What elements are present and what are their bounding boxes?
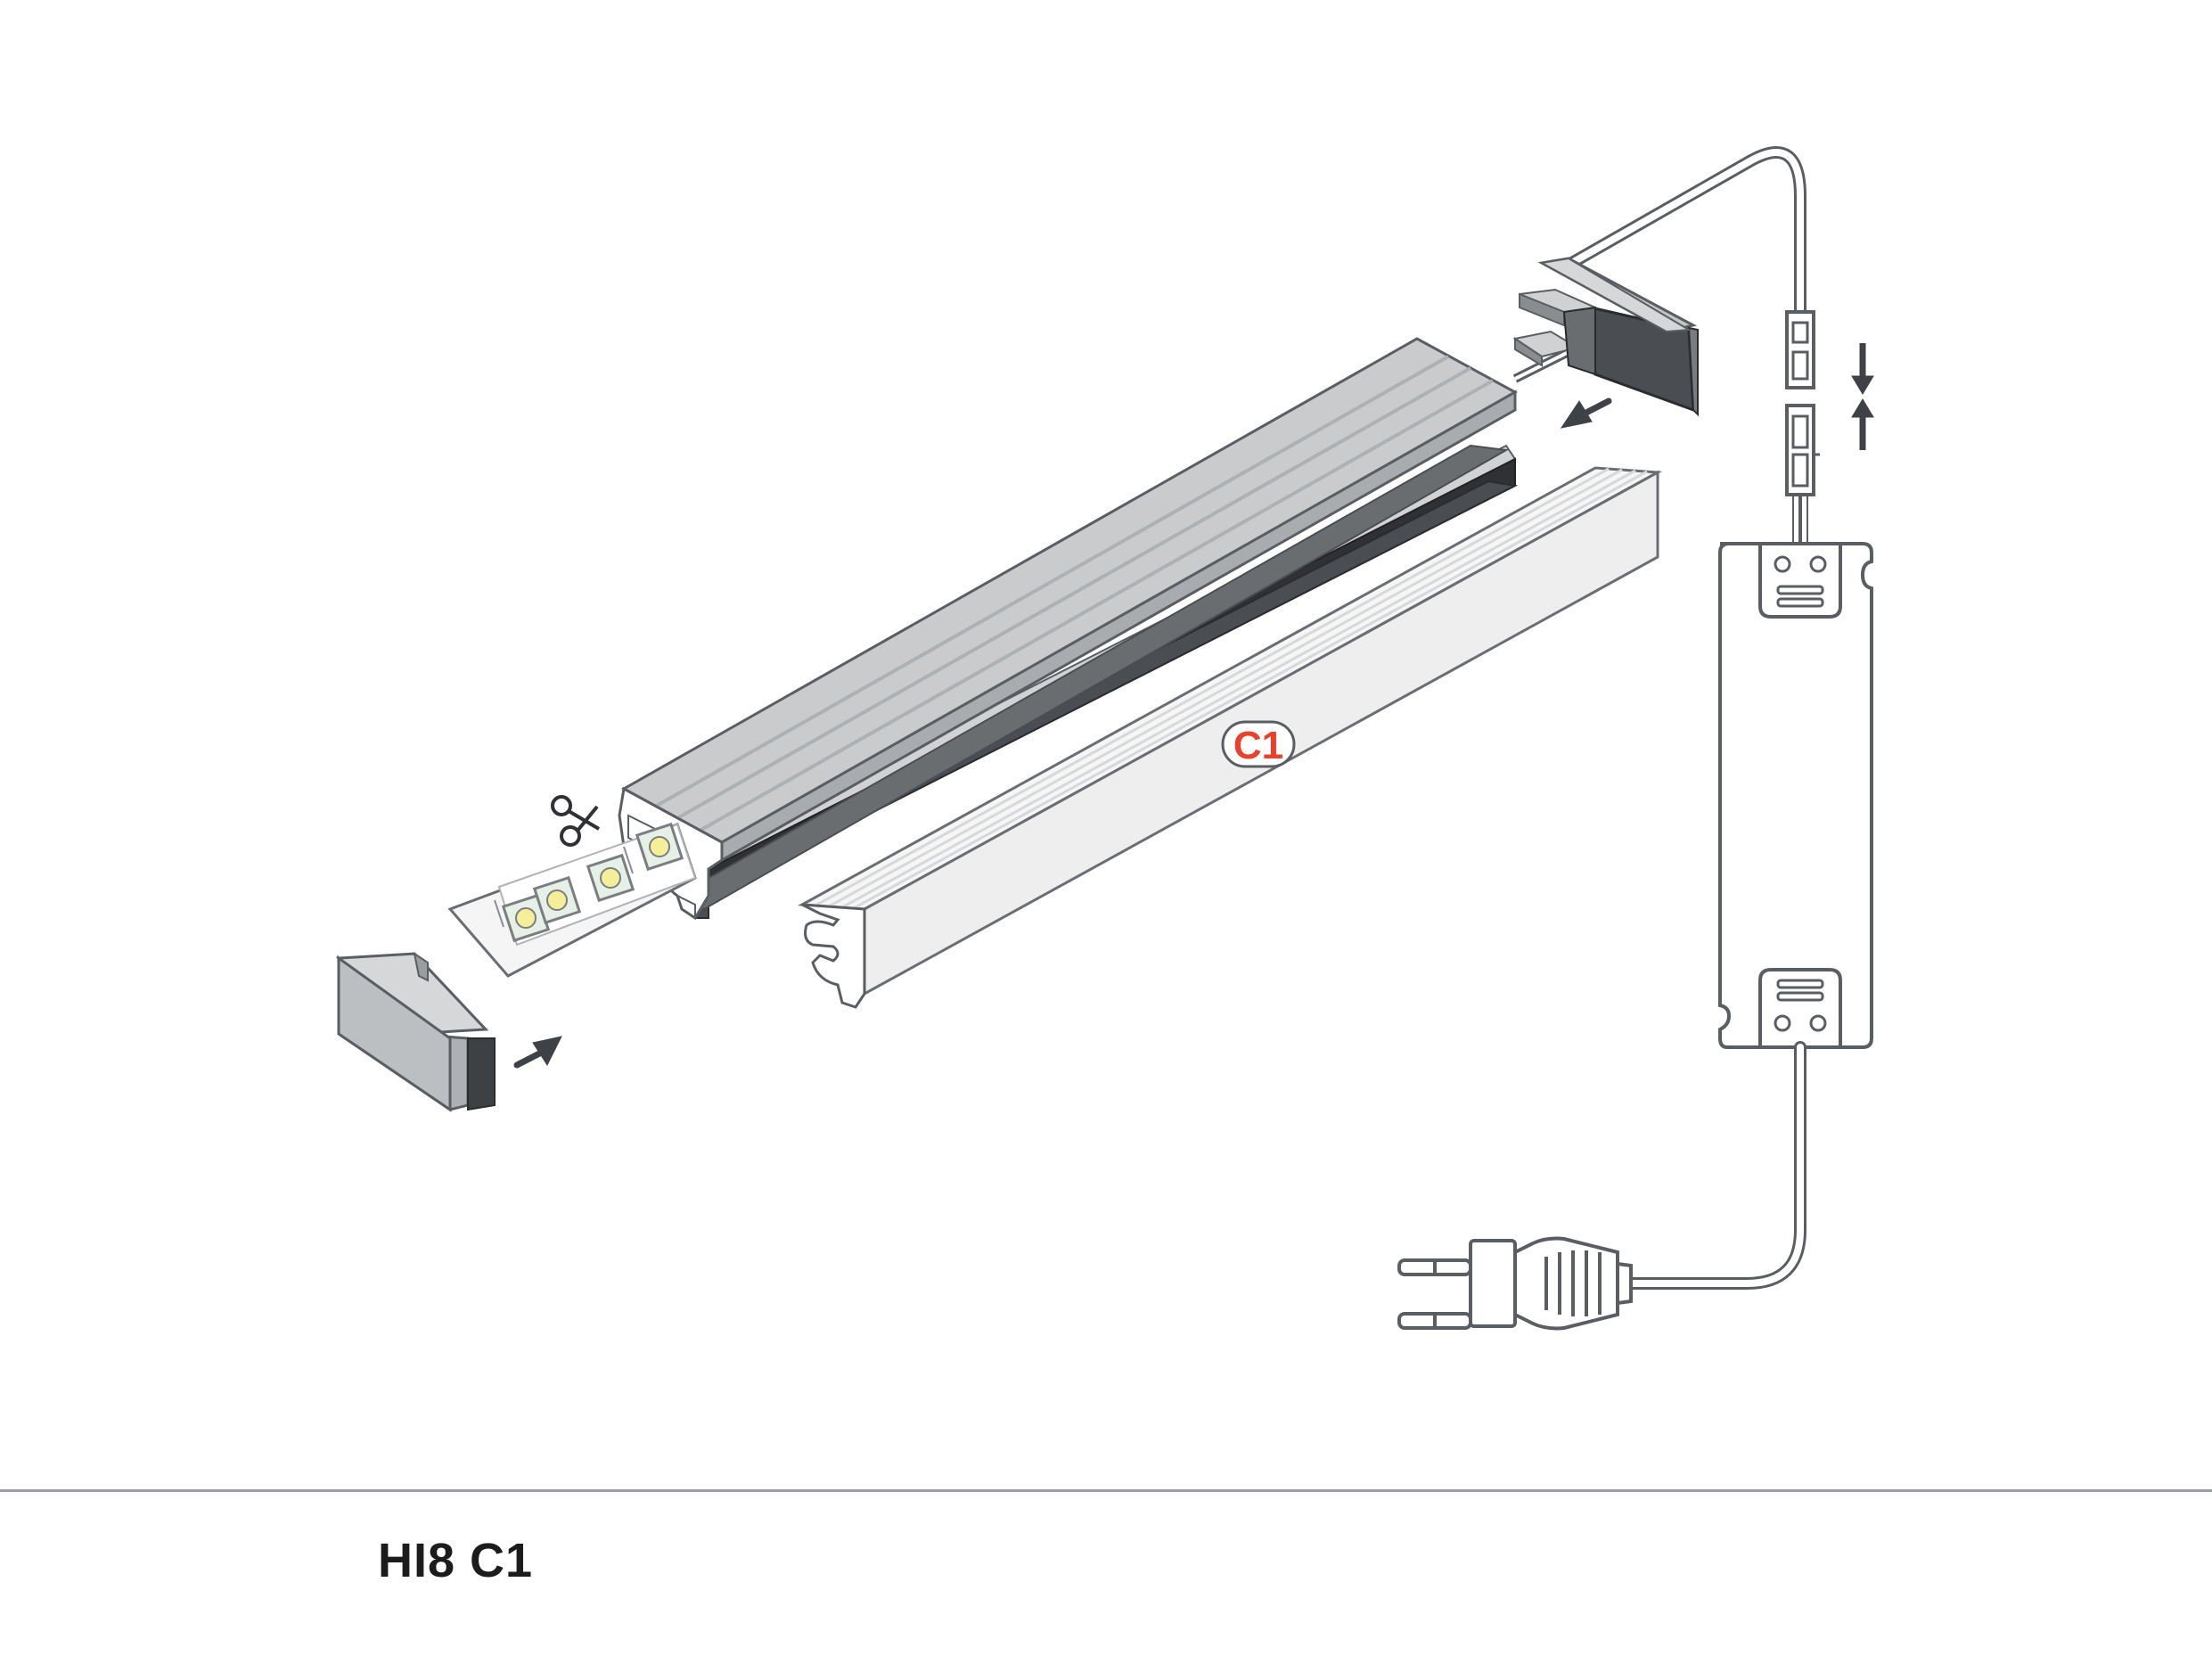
aluminium-profile <box>618 337 1519 921</box>
cover-c1: C1 <box>797 466 1663 1009</box>
product-code: HI8 C1 <box>378 1534 534 1587</box>
connector-socket <box>1785 404 1820 544</box>
connector-plug <box>1785 310 1815 389</box>
arrow-insert-right-icon <box>1560 398 1612 429</box>
cover-c1-label-text: C1 <box>1233 724 1283 767</box>
end-cap-with-cable <box>1512 257 1699 417</box>
scissors-icon <box>551 795 601 847</box>
arrow-insert-left-icon <box>513 1036 562 1069</box>
led-chip <box>586 853 635 903</box>
power-supply <box>1718 542 1873 1049</box>
led-chip <box>501 893 551 943</box>
footer-divider <box>0 1489 2212 1492</box>
cable-top <box>1558 146 1806 318</box>
mains-plug <box>1397 1236 1633 1331</box>
led-strip <box>447 822 697 978</box>
led-chip <box>635 822 684 872</box>
led-chip <box>532 875 582 925</box>
mains-cable <box>1625 1041 1806 1290</box>
end-cap-left <box>335 951 496 1112</box>
connect-arrows-icon <box>1851 343 1874 450</box>
cover-c1-label: C1 <box>1221 720 1296 768</box>
